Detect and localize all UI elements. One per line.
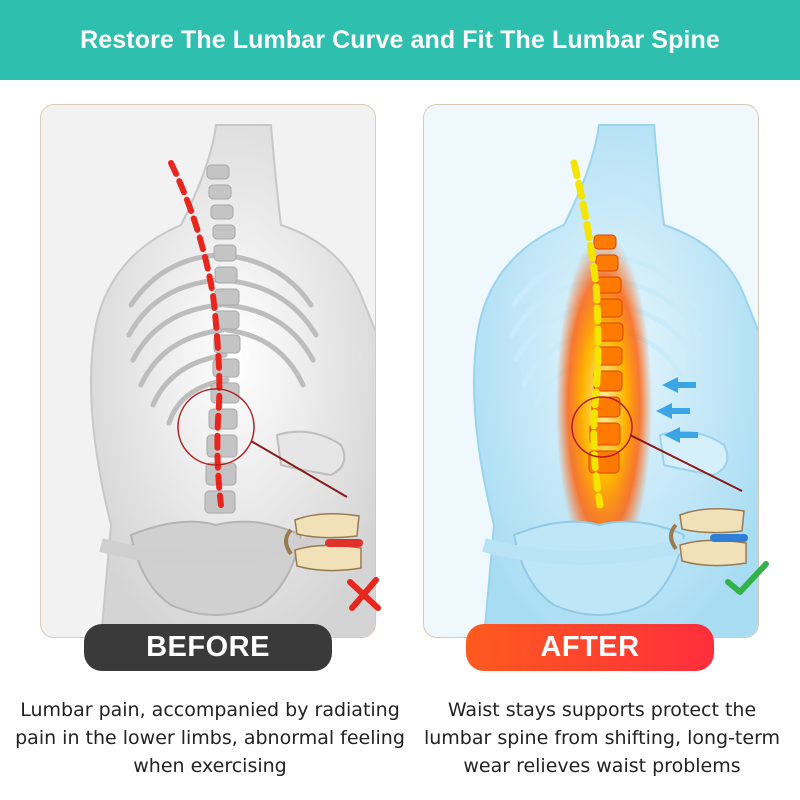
vertebra-inset bbox=[669, 508, 748, 567]
callout-line bbox=[250, 440, 348, 498]
page-title: Restore The Lumbar Curve and Fit The Lum… bbox=[80, 25, 720, 54]
header-banner: Restore The Lumbar Curve and Fit The Lum… bbox=[0, 0, 800, 80]
arrow-left-icon bbox=[662, 377, 696, 393]
after-label: AFTER bbox=[466, 624, 714, 671]
before-caption-line: when exercising bbox=[133, 755, 287, 777]
pelvis bbox=[129, 520, 303, 616]
before-caption: Lumbar pain, accompanied by radiating pa… bbox=[4, 696, 416, 780]
after-illustration-panel bbox=[423, 104, 759, 638]
check-mark-icon bbox=[725, 561, 769, 595]
before-skeleton-illustration bbox=[90, 124, 375, 637]
vertebra-inset bbox=[284, 513, 363, 572]
pelvis bbox=[512, 520, 686, 616]
spine-curve-line bbox=[570, 159, 604, 509]
after-caption-line: Waist stays supports protect the bbox=[447, 699, 757, 721]
support-arrows bbox=[656, 377, 698, 443]
after-caption-line: wear relieves waist problems bbox=[463, 755, 741, 777]
body-silhouette bbox=[90, 124, 375, 637]
lumbar-focus-circle bbox=[177, 388, 255, 466]
arrow-left-icon bbox=[664, 427, 698, 443]
arrow-left-icon bbox=[656, 403, 690, 419]
spine-curve-line bbox=[168, 160, 224, 508]
after-caption-line: lumbar spine from shifting, long-term bbox=[423, 727, 781, 749]
lumbar-focus-circle bbox=[571, 396, 633, 458]
before-label: BEFORE bbox=[84, 624, 332, 671]
spine-vertebrae bbox=[588, 234, 624, 474]
before-caption-line: Lumbar pain, accompanied by radiating bbox=[20, 699, 400, 721]
cross-mark-icon bbox=[347, 577, 381, 611]
after-caption: Waist stays supports protect the lumbar … bbox=[404, 696, 800, 780]
after-skeleton-illustration bbox=[473, 124, 758, 637]
before-illustration-panel bbox=[40, 104, 376, 638]
callout-line bbox=[629, 434, 743, 492]
before-caption-line: pain in the lower limbs, abnormal feelin… bbox=[15, 727, 405, 749]
